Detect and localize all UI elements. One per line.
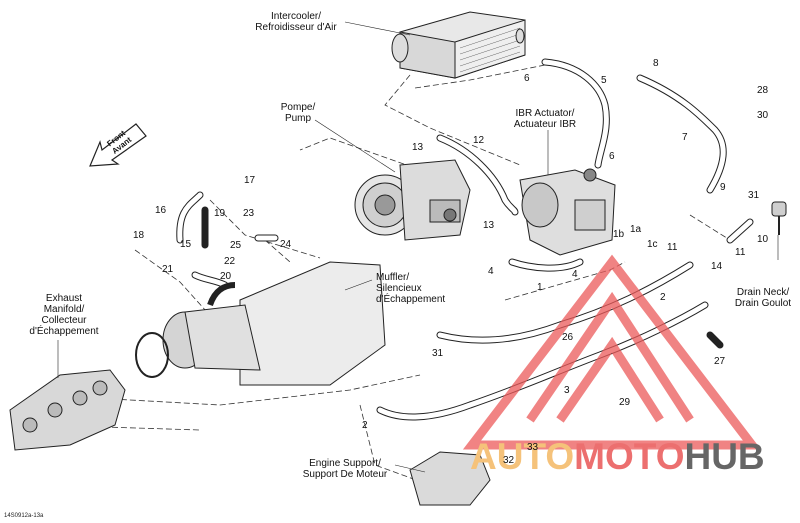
callout-6: 6: [609, 151, 615, 162]
callout-11: 11: [735, 247, 746, 258]
pump-drawing: [354, 159, 471, 241]
callout-8: 8: [653, 58, 659, 69]
callout-1a: 1a: [630, 224, 642, 235]
callout-27: 27: [714, 356, 726, 367]
front-arrow-icon: [89, 123, 147, 167]
callout-3: 3: [564, 385, 570, 396]
callout-28: 28: [757, 85, 769, 96]
callout-26: 26: [562, 332, 574, 343]
intercooler-drawing: [391, 11, 526, 79]
callout-31: 31: [432, 348, 444, 359]
drawing-code: 14S0912a-13a: [4, 513, 44, 519]
callout-24: 24: [280, 239, 292, 250]
callout-31: 31: [748, 190, 760, 201]
callout-1c: 1c: [647, 239, 658, 250]
callout-14: 14: [711, 261, 723, 272]
callout-19: 19: [214, 208, 226, 219]
callout-22: 22: [224, 256, 236, 267]
callout-17: 17: [244, 175, 256, 186]
label-drain-neck: Drain Neck/Drain Goulot: [734, 287, 792, 309]
label-pump: Pompe/Pump: [280, 102, 316, 124]
callout-23: 23: [243, 208, 255, 219]
callout-6: 6: [524, 73, 530, 84]
ibr-actuator-drawing: [519, 168, 616, 256]
muffler-drawing: [135, 261, 386, 386]
dashed-guide-lines: [39, 64, 731, 486]
callout-13: 13: [412, 142, 424, 153]
callout-9: 9: [720, 182, 726, 193]
callout-10: 10: [757, 234, 769, 245]
callout-25: 25: [230, 240, 242, 251]
callout-18: 18: [133, 230, 145, 241]
callout-4: 4: [572, 269, 578, 280]
leader-lines: [57, 21, 779, 473]
drain-neck-drawing: [771, 201, 787, 235]
callout-7: 7: [682, 132, 688, 143]
callout-13: 13: [483, 220, 495, 231]
exhaust-manifold-drawing: [9, 369, 126, 451]
callout-11: 11: [667, 242, 678, 253]
callout-12: 12: [473, 135, 485, 146]
engine-support-drawing: [409, 451, 491, 506]
callout-32: 32: [503, 455, 515, 466]
callout-15: 15: [180, 239, 192, 250]
label-ibr-actuator: IBR Actuator/Actuateur IBR: [513, 108, 577, 130]
callout-2: 2: [660, 292, 666, 303]
callout-2: 2: [362, 420, 368, 431]
watermark-text: AUTOMOTOHUB: [470, 436, 765, 477]
callout-4: 4: [488, 266, 494, 277]
callout-1b: 1b: [613, 229, 625, 240]
callout-5: 5: [601, 75, 607, 86]
callout-16: 16: [155, 205, 167, 216]
callout-1: 1: [537, 282, 543, 293]
label-intercooler: Intercooler/Refroidisseur d'Air: [255, 11, 337, 33]
callout-30: 30: [757, 110, 769, 121]
callout-21: 21: [162, 264, 174, 275]
callout-33: 33: [527, 442, 539, 453]
callout-29: 29: [619, 397, 631, 408]
callout-20: 20: [220, 271, 232, 282]
label-engine-support: Engine Support/Support De Moteur: [302, 458, 388, 480]
